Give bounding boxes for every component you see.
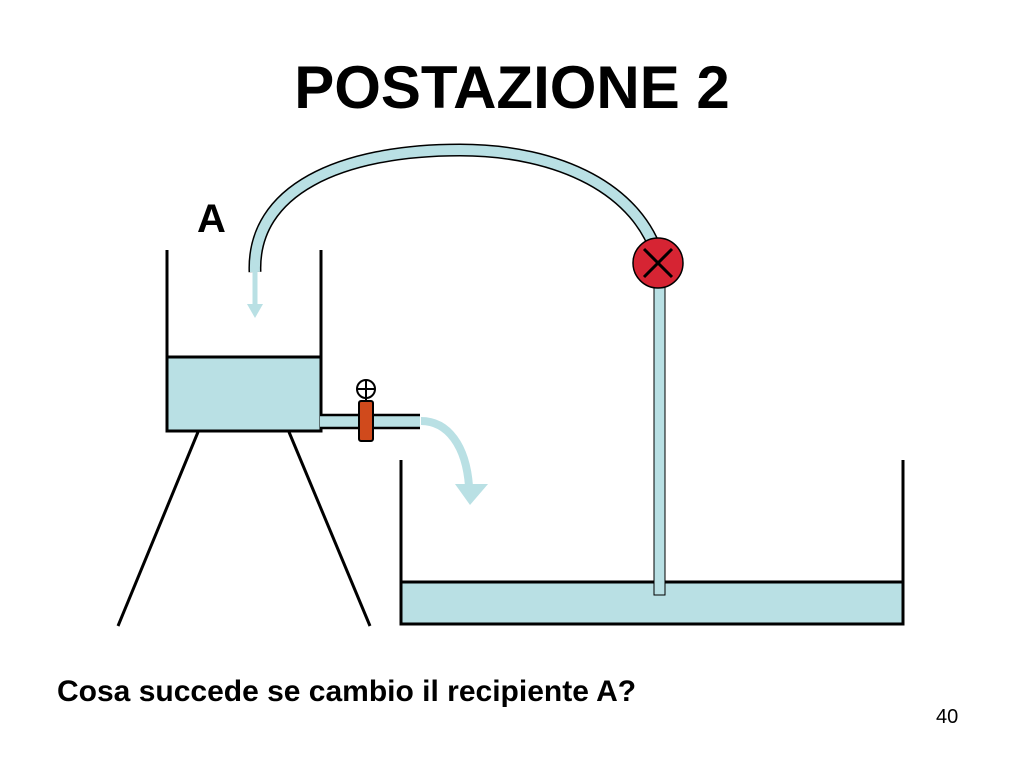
page-number: 40 bbox=[936, 706, 959, 728]
tap-handle-icon bbox=[356, 379, 376, 399]
slide-title: POSTAZIONE 2 bbox=[294, 54, 730, 121]
container-a-water bbox=[167, 357, 320, 430]
container-a-label: A bbox=[197, 197, 226, 241]
stand-leg-right bbox=[287, 431, 372, 627]
tap-body bbox=[358, 400, 374, 442]
stand-leg-left bbox=[116, 431, 200, 627]
question-text: Cosa succede se cambio il recipiente A? bbox=[57, 675, 637, 708]
lower-container-water bbox=[401, 582, 902, 623]
inflow-arrow bbox=[247, 270, 263, 318]
outflow-arrow bbox=[420, 417, 488, 505]
siphon-tube-vertical bbox=[653, 269, 666, 596]
container-a-walls bbox=[165, 250, 323, 433]
siphon-tube-arc bbox=[248, 143, 666, 273]
closed-valve-icon bbox=[632, 237, 684, 289]
lower-container-walls bbox=[399, 460, 905, 626]
